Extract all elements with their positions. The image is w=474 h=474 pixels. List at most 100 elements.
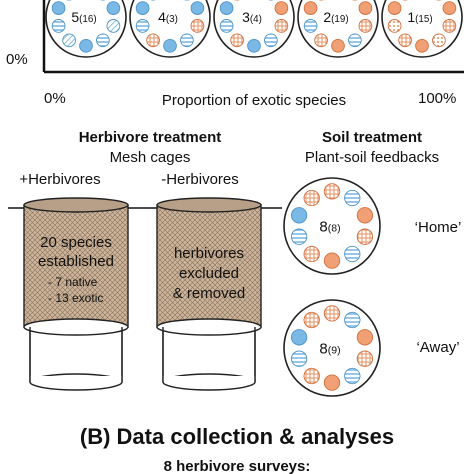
soil-away-pot: 8(9)	[283, 299, 381, 397]
soil-treatment: Soil treatment Plant-soil feedbacks 8(8)…	[283, 129, 462, 397]
native-plant-icon	[51, 1, 66, 15]
native-plant-icon	[290, 207, 308, 224]
native-plant-icon	[247, 38, 261, 53]
native-plant-icon	[96, 33, 110, 48]
pot-species-count: 5(16)	[71, 9, 96, 25]
plus-bullet-exotic: - 13 exotic	[48, 291, 103, 305]
exotic-plant-icon	[398, 33, 412, 48]
exotic-plant-icon	[442, 19, 457, 33]
exotic-plant-icon	[356, 329, 374, 346]
home-label: ‘Home’	[415, 219, 462, 236]
minus-text-line-3: & removed	[173, 285, 246, 302]
exotic-plant-icon	[303, 367, 320, 385]
native-plant-icon	[290, 329, 308, 346]
minus-herbivores-label: -Herbivores	[161, 171, 239, 188]
native-plant-icon	[135, 19, 150, 33]
exotic-plant-icon	[356, 228, 374, 245]
pot-main-number: 1	[407, 9, 415, 25]
pot-replicate-count: (4)	[250, 14, 262, 25]
plus-bullet-native: - 7 native	[48, 275, 98, 289]
exotic-plant-icon	[274, 19, 289, 33]
native-plant-icon	[79, 38, 93, 53]
x-axis-right-label: 100%	[418, 90, 456, 107]
plus-text-line-1: 20 species	[40, 234, 112, 251]
exotic-plant-icon	[323, 252, 341, 269]
cage-plus-herbivores: 20 species established - 7 native - 13 e…	[23, 197, 129, 391]
herbivore-treatment: Herbivore treatment Mesh cages +Herbivor…	[8, 129, 282, 391]
herbivore-title: Herbivore treatment	[79, 129, 222, 146]
plus-herbivores-label: +Herbivores	[19, 171, 100, 188]
soil-title: Soil treatment	[322, 129, 422, 146]
pot-main-number: 8	[319, 218, 327, 235]
y-axis-label: 0%	[6, 51, 28, 68]
native-plant-icon	[219, 1, 234, 15]
native-plant-icon	[264, 33, 278, 48]
section-b-title: (B) Data collection & analyses	[80, 424, 394, 449]
composition-pot: 5(16)	[45, 0, 127, 58]
native-plant-icon	[135, 1, 150, 15]
native-plant-icon	[303, 19, 318, 33]
plus-text-line-2: established	[38, 253, 114, 270]
native-plant-icon	[180, 33, 194, 48]
minus-text-line-2: excluded	[179, 265, 239, 282]
native-plant-icon	[290, 228, 308, 245]
x-axis-left-label: 0%	[44, 90, 66, 107]
pot-replicate-count: (19)	[331, 14, 348, 25]
exotic-plant-icon	[387, 1, 402, 15]
native-plant-icon	[219, 19, 234, 33]
exotic-plant-icon	[303, 245, 320, 263]
pot-main-number: 8	[319, 340, 327, 357]
exotic-plant-icon	[356, 350, 374, 367]
native-plant-icon	[344, 189, 361, 207]
pot-main-number: 5	[71, 9, 79, 25]
exotic-plant-icon	[303, 311, 320, 329]
pot-species-count: 2(19)	[323, 9, 348, 25]
exotic-plant-icon	[314, 33, 328, 48]
pot-main-number: 4	[158, 9, 166, 25]
soil-home-pot: 8(8)	[283, 177, 381, 275]
native-plant-icon	[348, 33, 362, 48]
section-b-line-1: 8 herbivore surveys:	[164, 458, 311, 474]
native-plant-icon	[106, 1, 121, 15]
composition-pot: 1(15)	[381, 0, 463, 58]
exotic-plant-icon	[331, 38, 345, 53]
exotic-plant-icon	[358, 19, 373, 33]
exotic-plant-icon	[303, 1, 318, 15]
minus-text-line-1: herbivores	[174, 245, 244, 262]
native-plant-icon	[344, 367, 361, 385]
pot-replicate-count: (15)	[415, 14, 432, 25]
pot-species-count: 8(9)	[319, 340, 340, 357]
exotic-plant-icon	[274, 1, 289, 15]
native-plant-icon	[62, 33, 76, 48]
exotic-plant-icon	[442, 1, 457, 15]
exotic-plant-icon	[323, 305, 341, 322]
pot-species-count: 1(15)	[407, 9, 432, 25]
exotic-plant-icon	[230, 33, 244, 48]
pot-main-number: 2	[323, 9, 331, 25]
exotic-plant-icon	[323, 183, 341, 200]
composition-pot: 3(4)	[213, 0, 295, 58]
pot-replicate-count: (16)	[79, 14, 96, 25]
pot-species-count: 4(3)	[158, 9, 178, 25]
exotic-plant-icon	[415, 38, 429, 53]
exotic-plant-icon	[432, 33, 446, 48]
x-axis-title: Proportion of exotic species	[162, 92, 346, 109]
composition-panel: 0% 0% 100% Proportion of exotic species …	[6, 0, 464, 109]
native-plant-icon	[190, 1, 205, 15]
exotic-plant-icon	[303, 189, 320, 207]
pot-replicate-count: (8)	[328, 222, 341, 234]
pot-main-number: 3	[242, 9, 250, 25]
composition-pot: 4(3)	[129, 0, 211, 58]
exotic-plant-icon	[146, 33, 160, 48]
native-plant-icon	[344, 245, 361, 263]
pots-row: 5(16) 4(3) 3(4) 2(19) 1(15)	[45, 0, 463, 58]
pot-species-count: 8(8)	[319, 218, 340, 235]
cage-minus-herbivores: herbivores excluded & removed	[156, 197, 262, 391]
exotic-plant-icon	[387, 19, 402, 33]
exotic-plant-icon	[190, 19, 205, 33]
pot-species-count: 3(4)	[242, 9, 262, 25]
exotic-plant-icon	[323, 374, 341, 391]
exotic-plant-icon	[356, 207, 374, 224]
native-plant-icon	[344, 311, 361, 329]
away-label: ‘Away’	[416, 339, 459, 356]
